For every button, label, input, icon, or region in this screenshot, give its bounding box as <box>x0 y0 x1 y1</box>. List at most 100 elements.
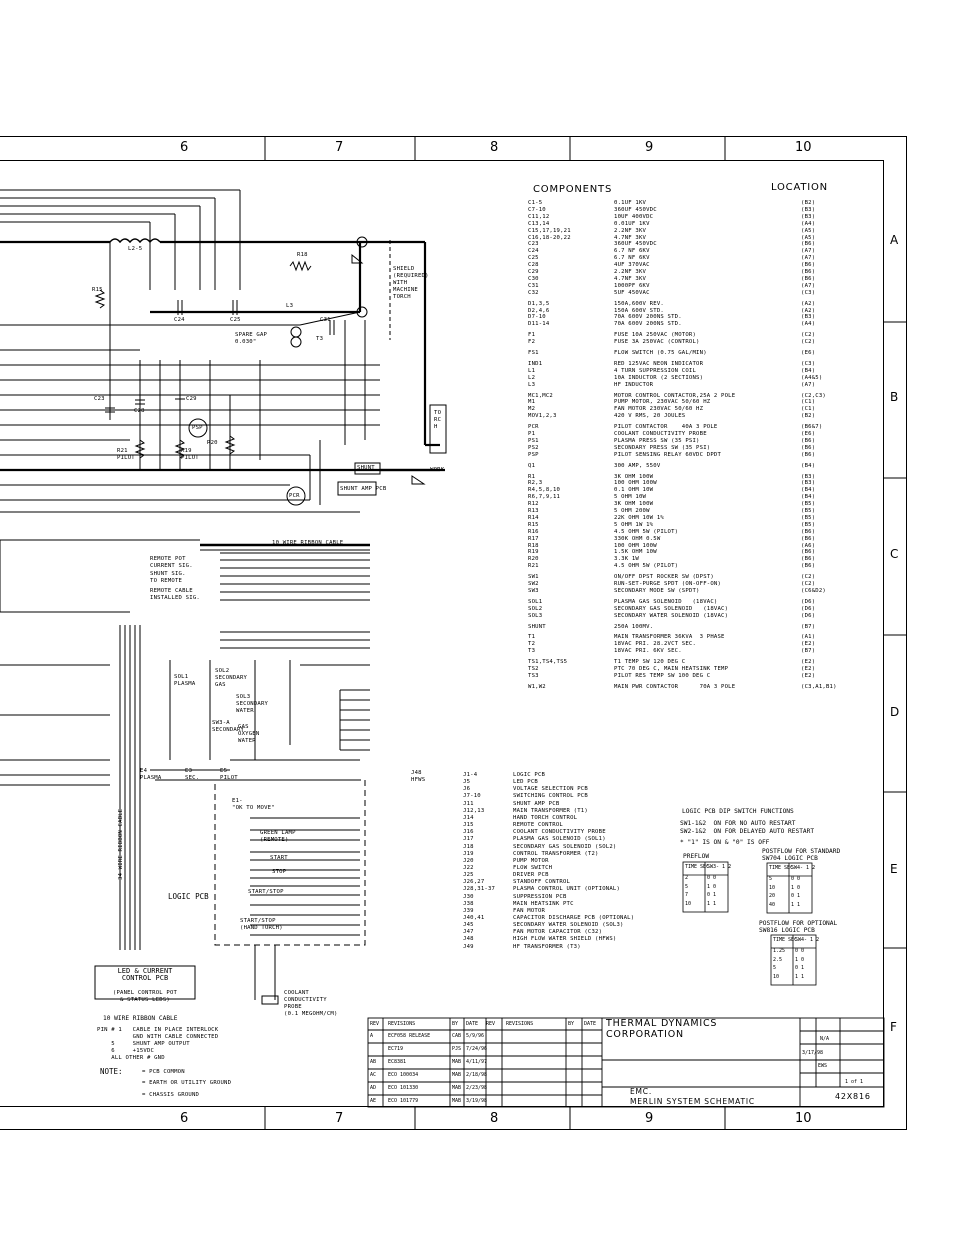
component-desc: 0.01UF 1KV <box>614 220 650 227</box>
component-ref: IND1 <box>528 360 543 367</box>
component-ref: C32 <box>528 289 539 296</box>
component-location: (B5) <box>801 514 816 521</box>
connector-ref: J28,31-37 <box>463 886 496 893</box>
label-r18: R18 <box>297 252 308 258</box>
component-ref: C30 <box>528 275 539 282</box>
dip-cell: 1 1 <box>707 900 717 907</box>
component-location: (B4) <box>801 487 816 494</box>
connector-desc: HF TRANSFORMER (T3) <box>513 943 581 950</box>
component-ref: R15 <box>528 521 539 528</box>
component-ref: C1-5 <box>528 200 543 206</box>
column-number-top: 8 <box>490 140 499 155</box>
label-sw3a: SW3-A SECONDARY <box>212 720 245 733</box>
component-desc: SECONDARY WATER SOLENOID (18VAC) <box>614 612 729 619</box>
component-location: (C3) <box>801 360 816 367</box>
component-ref: SHUNT <box>528 623 546 630</box>
component-ref: SW3 <box>528 587 539 594</box>
component-ref: R17 <box>528 535 539 542</box>
component-ref: L2 <box>528 374 536 381</box>
connector-desc: SWITCHING CONTROL PCB <box>513 793 588 800</box>
revision-date: 2/23/98 <box>466 1085 488 1091</box>
connector-desc: STANDOFF CONTROL <box>513 879 571 886</box>
dip-cell: 7 <box>685 892 689 898</box>
component-ref: M1 <box>528 399 536 406</box>
dip-cell: 5 <box>773 965 777 971</box>
revision-desc: ECO 100034 <box>388 1072 419 1078</box>
label-c23: C23 <box>94 396 105 402</box>
component-location: (E6) <box>801 350 816 356</box>
component-location: (D6) <box>801 612 816 619</box>
component-desc: FUSE 10A 250VAC (MOTOR) <box>614 332 697 339</box>
dip-cell: 0 1 <box>707 892 717 898</box>
component-ref: F1 <box>528 332 536 339</box>
component-desc: SECONDARY MODE SW (SPDT) <box>614 587 700 594</box>
dip-cell: 10 <box>685 900 692 907</box>
component-ref: F2 <box>528 339 536 346</box>
label-c24: C24 <box>174 317 185 323</box>
component-ref: MC1,MC2 <box>528 392 553 399</box>
component-location: (A5) <box>801 227 816 234</box>
component-desc: 2.2NF 3KV <box>614 269 647 275</box>
location-heading: LOCATION <box>771 182 828 193</box>
component-desc: 100 OHM 100W <box>614 480 657 487</box>
dip-cell: 20 <box>769 893 776 899</box>
revision-by: PJS <box>452 1046 462 1052</box>
component-location: (C1) <box>801 406 816 413</box>
component-ref: T2 <box>528 641 536 648</box>
component-location: (B3) <box>801 206 816 213</box>
label-work: WORK <box>430 467 445 473</box>
connector-desc: MAIN TRANSFORMER (T1) <box>513 807 588 814</box>
label-gas-oxy: GAS OXYGEN WATER <box>238 724 260 744</box>
dip-cell: 10 <box>769 884 776 891</box>
connector-ref: J7-10 <box>463 793 481 800</box>
component-location: (C2) <box>801 332 816 339</box>
component-ref: R2,3 <box>528 480 543 487</box>
component-location: (B5) <box>801 501 816 508</box>
column-number-bottom: 9 <box>645 1111 654 1126</box>
label-remote-pot: REMOTE POT CURRENT SIG. <box>150 556 193 569</box>
connector-desc: SECONDARY GAS SOLENOID (SOL2) <box>513 843 617 850</box>
component-ref: C11,12 <box>528 213 550 220</box>
component-location: (B6) <box>801 269 816 275</box>
component-location: (A2) <box>801 300 816 307</box>
component-location: (B2) <box>801 200 816 206</box>
drawing-frame <box>0 136 907 1130</box>
component-location: (E2) <box>801 641 816 648</box>
dip-cell: 5 <box>769 876 773 882</box>
label-l3: L3 <box>286 303 294 309</box>
label-e5: E5 PILOT <box>220 768 238 781</box>
revision-header: BY <box>452 1021 459 1027</box>
component-desc: 5 OHM 10W <box>614 494 647 501</box>
component-location: (C6&D2) <box>801 587 826 594</box>
label-ribbon-top: 10 WIRE RIBBON CABLE <box>272 540 344 546</box>
connector-ref: J26,27 <box>463 879 485 886</box>
component-desc: PLASMA PRESS SW (35 PSI) <box>614 437 700 444</box>
revision-header: REV <box>370 1021 380 1027</box>
component-desc: FAN MOTOR 230VAC 50/60 HZ <box>614 406 704 413</box>
row-letter: A <box>890 233 899 247</box>
component-location: (A7) <box>801 282 816 289</box>
label-c25: C25 <box>230 317 241 323</box>
component-location: (C2) <box>801 339 816 346</box>
component-location: (A1) <box>801 634 816 641</box>
component-desc: 360UF 450VDC <box>614 241 657 248</box>
connector-desc: FAN MOTOR CAPACITOR (C32) <box>513 929 603 936</box>
component-location: (A7) <box>801 248 816 255</box>
dip-cell: 10 <box>773 973 780 980</box>
component-ref: D7-10 <box>528 314 546 321</box>
component-desc: 70A 600V 200NS STD. <box>614 321 682 328</box>
row-letter: E <box>890 862 898 876</box>
component-ref: R14 <box>528 514 539 521</box>
component-ref: SOL3 <box>528 612 543 619</box>
label-ribbon-bottom: 10 WIRE RIBBON CABLE <box>103 1015 178 1022</box>
component-ref: TS1,TS4,TS5 <box>528 659 568 666</box>
label-logic-pcb: LOGIC PCB <box>168 892 209 901</box>
column-number-top: 9 <box>645 140 654 155</box>
revision-header-2: REVISIONS <box>506 1021 534 1027</box>
connector-desc: FLOW SWITCH <box>513 864 553 871</box>
component-desc: 6.7 NF 6KV <box>614 248 650 255</box>
connector-ref: J18 <box>463 843 474 850</box>
component-desc: 3.3K 1W <box>614 556 639 563</box>
drawing-number: 42X816 <box>835 1092 871 1101</box>
row-letter: F <box>890 1020 897 1034</box>
